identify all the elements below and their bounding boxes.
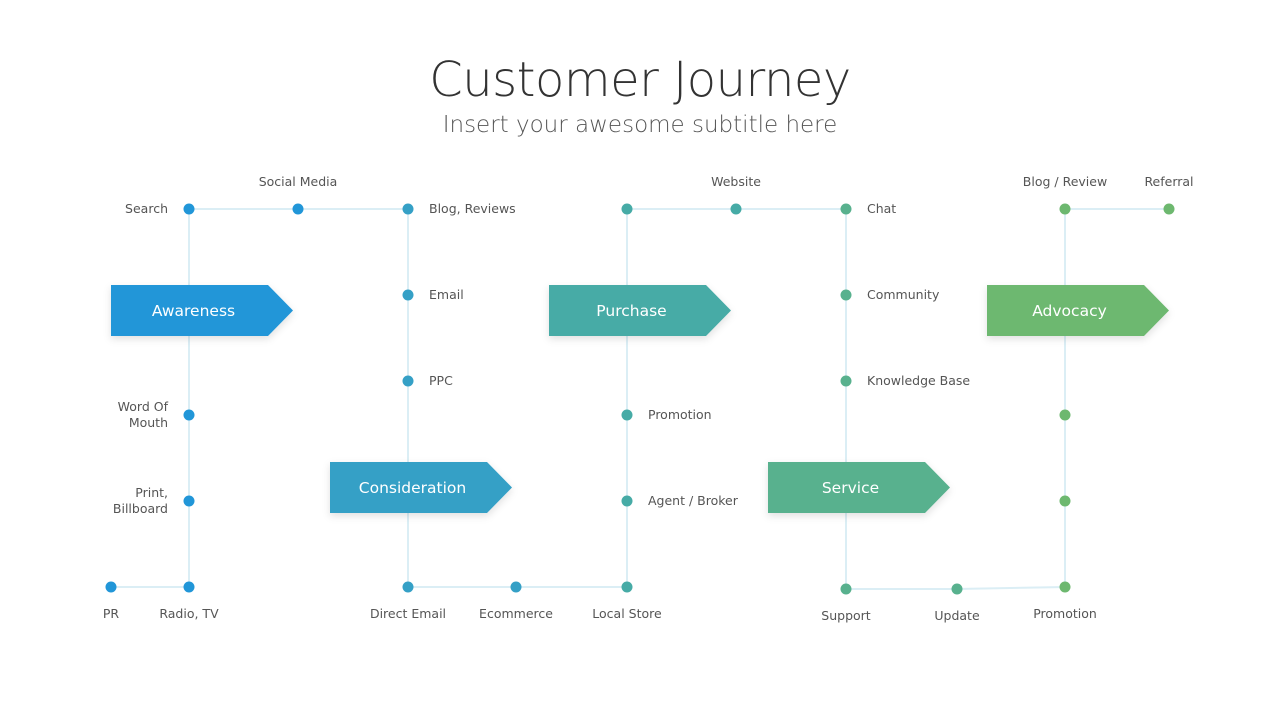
touchpoint-dot <box>183 581 195 593</box>
touchpoint-dot <box>402 375 414 387</box>
touchpoint-dot <box>183 409 195 421</box>
touchpoint-label: Blog / Review <box>1023 174 1107 189</box>
touchpoint-dot <box>1163 203 1175 215</box>
touchpoint-label: Print, <box>135 485 168 500</box>
touchpoint-label: Update <box>934 608 980 623</box>
touchpoint-dot <box>840 289 852 301</box>
touchpoint-dot <box>402 581 414 593</box>
stage-arrow-shape <box>330 462 512 513</box>
stage-arrow-shape <box>549 285 731 336</box>
page-subtitle: Insert your awesome subtitle here <box>442 112 838 138</box>
touchpoint-label: Social Media <box>259 174 338 189</box>
stage-label: Service <box>822 479 879 497</box>
stage-label: Purchase <box>596 302 666 320</box>
touchpoint-label: Ecommerce <box>479 606 553 621</box>
touchpoint-dot <box>510 581 522 593</box>
touchpoint-dot <box>105 581 117 593</box>
touchpoint-label: Community <box>867 287 940 302</box>
touchpoint-dot <box>1059 581 1071 593</box>
touchpoint-dot <box>183 203 195 215</box>
touchpoint-dot <box>621 409 633 421</box>
stage-advocacy: Advocacy <box>987 285 1169 336</box>
touchpoint-dot <box>840 375 852 387</box>
touchpoint-label: Blog, Reviews <box>429 201 516 216</box>
touchpoint-dot <box>621 495 633 507</box>
touchpoint-dot <box>840 583 852 595</box>
touchpoint-label: Search <box>125 201 168 216</box>
touchpoint-dot <box>292 203 304 215</box>
touchpoint-label: Billboard <box>113 501 168 516</box>
touchpoint-label: Mouth <box>129 415 168 430</box>
touchpoint-dot <box>621 581 633 593</box>
touchpoint-dot <box>402 289 414 301</box>
stage-arrow-shape <box>987 285 1169 336</box>
stage-label: Advocacy <box>1032 302 1107 320</box>
stage-arrow-shape <box>111 285 293 336</box>
journey-path-line <box>111 208 1169 590</box>
touchpoint-dots <box>105 203 1175 595</box>
touchpoint-dot <box>1059 495 1071 507</box>
touchpoint-label: Agent / Broker <box>648 493 739 508</box>
stage-service: Service <box>768 462 950 513</box>
touchpoint-label: Referral <box>1144 174 1193 189</box>
touchpoint-label: Word Of <box>118 399 169 414</box>
stage-label: Consideration <box>359 479 466 497</box>
touchpoint-label: Local Store <box>592 606 662 621</box>
touchpoint-label: Support <box>821 608 871 623</box>
touchpoint-label: Knowledge Base <box>867 373 970 388</box>
touchpoint-label: Email <box>429 287 464 302</box>
touchpoint-label: Promotion <box>1033 606 1097 621</box>
stage-consideration: Consideration <box>330 462 512 513</box>
touchpoint-dot <box>951 583 963 595</box>
touchpoint-dot <box>402 203 414 215</box>
touchpoint-label: PR <box>103 606 120 621</box>
stage-awareness: Awareness <box>111 285 293 336</box>
page-title: Customer Journey <box>429 52 851 108</box>
touchpoint-label: Chat <box>867 201 896 216</box>
touchpoint-dot <box>730 203 742 215</box>
touchpoint-label: Website <box>711 174 761 189</box>
touchpoint-label: PPC <box>429 373 453 388</box>
stage-label: Awareness <box>152 302 235 320</box>
touchpoint-dot <box>1059 203 1071 215</box>
touchpoint-label: Promotion <box>648 407 712 422</box>
stage-arrow-shape <box>768 462 950 513</box>
stage-purchase: Purchase <box>549 285 731 336</box>
touchpoint-label: Direct Email <box>370 606 446 621</box>
touchpoint-dot <box>840 203 852 215</box>
touchpoint-dot <box>183 495 195 507</box>
touchpoint-label: Radio, TV <box>159 606 219 621</box>
touchpoint-dot <box>621 203 633 215</box>
touchpoint-dot <box>1059 409 1071 421</box>
